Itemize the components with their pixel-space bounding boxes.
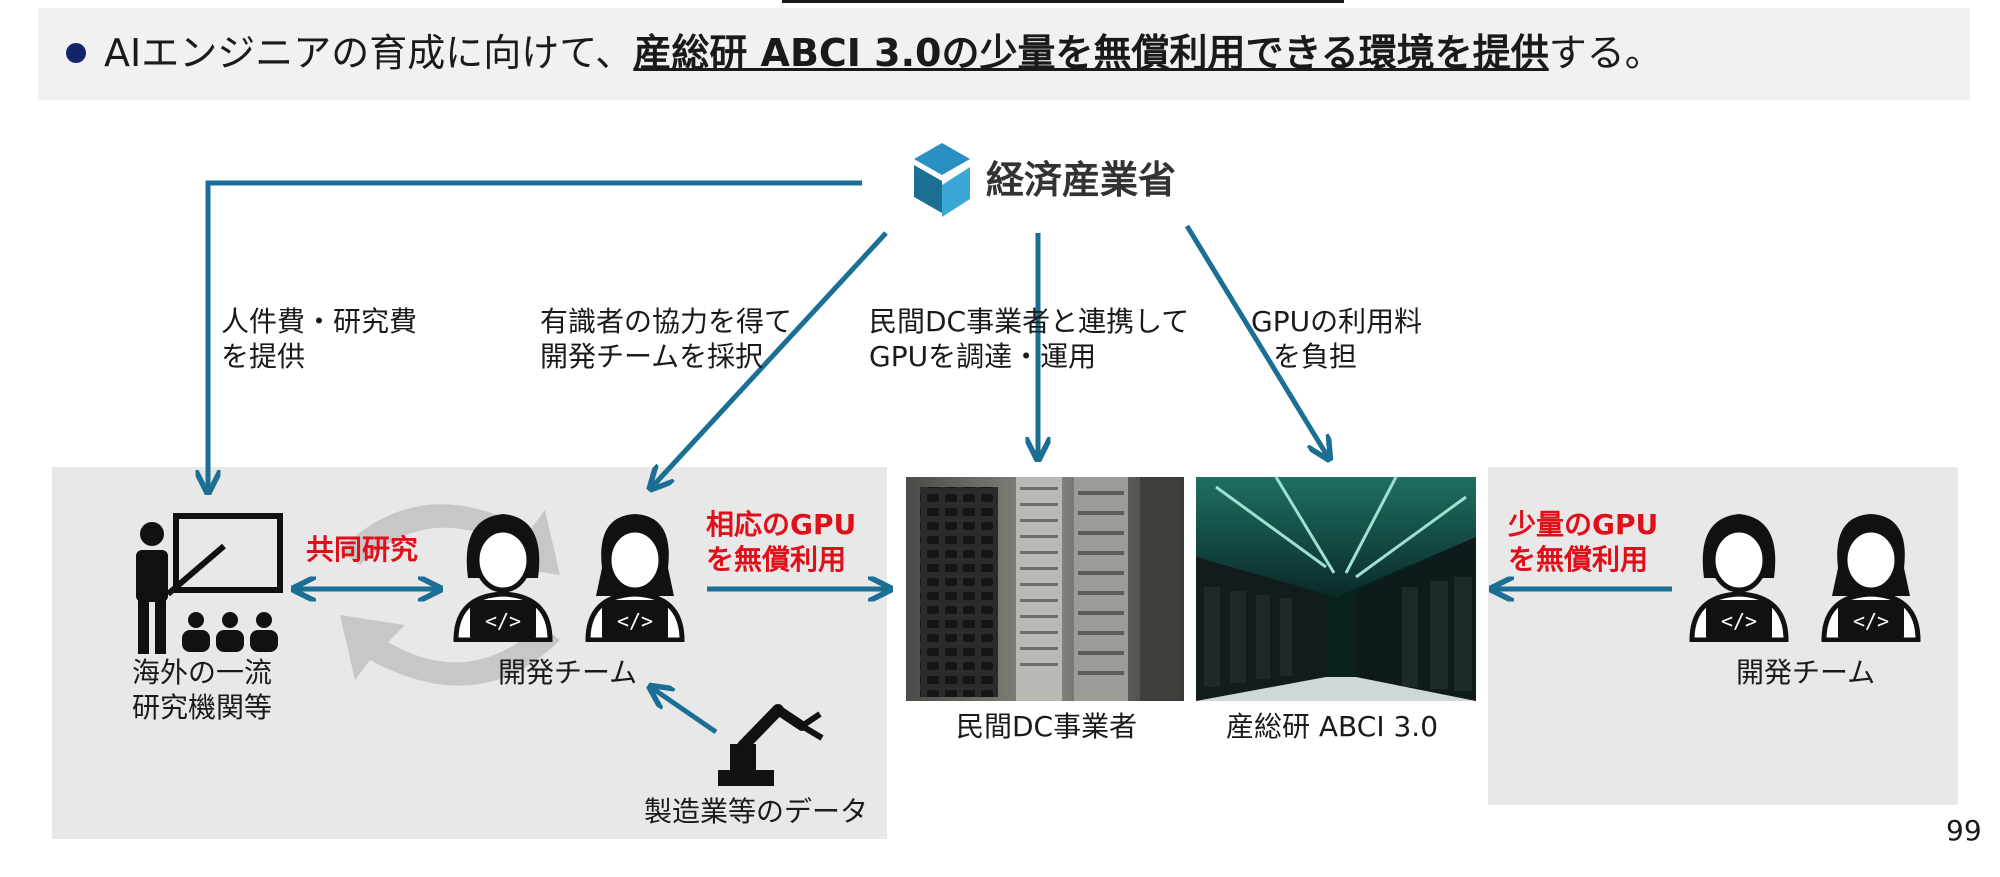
developer-icon: </> [453, 514, 553, 642]
developer-icon: </> [1689, 514, 1789, 642]
abci-caption: 産総研 ABCI 3.0 [1226, 710, 1439, 743]
svg-text:</>: </> [485, 609, 521, 633]
summary-emphasis: 産総研 ABCI 3.0の少量を無償利用できる環境を提供 [633, 31, 1549, 75]
joint-research-label: 共同研究 [306, 533, 419, 566]
funding-arrow [208, 180, 862, 490]
fee-label-line1: GPUの利用料 [1251, 305, 1423, 338]
private-dc-photo [906, 477, 1184, 701]
fee-label-line2: を負担 [1273, 340, 1358, 373]
funding-label-line1: 人件費・研究費 [221, 305, 418, 338]
gpu-use-label-line2: を無償利用 [706, 543, 847, 576]
small-gpu-label-line2: を無償利用 [1508, 543, 1649, 576]
funding-label-line2: を提供 [221, 340, 306, 373]
meti-logo-icon [914, 143, 970, 217]
svg-text:</>: </> [617, 609, 653, 633]
small-gpu-label-line1: 少量のGPU [1508, 508, 1659, 541]
robot-arm-icon [718, 704, 824, 786]
dev-team-label-left: 開発チーム [498, 656, 638, 689]
developer-icon: </> [585, 514, 685, 642]
selection-label-line1: 有識者の協力を得て [540, 305, 793, 338]
page-number: 99 [1946, 814, 1982, 847]
meti-name: 経済産業省 [986, 158, 1177, 202]
lecturer-icon [136, 513, 283, 654]
dev-team-label-right: 開発チーム [1736, 656, 1876, 689]
fee-arrow [1184, 224, 1328, 457]
procurement-label-line1: 民間DC事業者と連携して [869, 305, 1190, 338]
svg-text:</>: </> [1853, 609, 1889, 633]
gpu-use-label-line1: 相応のGPU [706, 508, 857, 541]
institution-label-line2: 研究機関等 [132, 691, 273, 724]
summary-text: AIエンジニアの育成に向けて、産総研 ABCI 3.0の少量を無償利用できる環境… [104, 31, 1663, 75]
summary-banner [38, 8, 1970, 100]
abci-photo [1196, 477, 1476, 701]
institution-label-line1: 海外の一流 [132, 656, 273, 689]
dc-caption: 民間DC事業者 [956, 710, 1138, 743]
bullet-icon [66, 43, 86, 63]
data-arrow [652, 688, 718, 735]
data-source-label: 製造業等のデータ [644, 795, 869, 828]
selection-label-line2: 開発チームを採択 [540, 340, 764, 373]
top-rule [782, 0, 1344, 3]
procurement-label-line2: GPUを調達・運用 [869, 340, 1097, 373]
svg-text:</>: </> [1721, 609, 1757, 633]
developer-icon: </> [1821, 514, 1921, 642]
selection-arrow [652, 231, 888, 487]
